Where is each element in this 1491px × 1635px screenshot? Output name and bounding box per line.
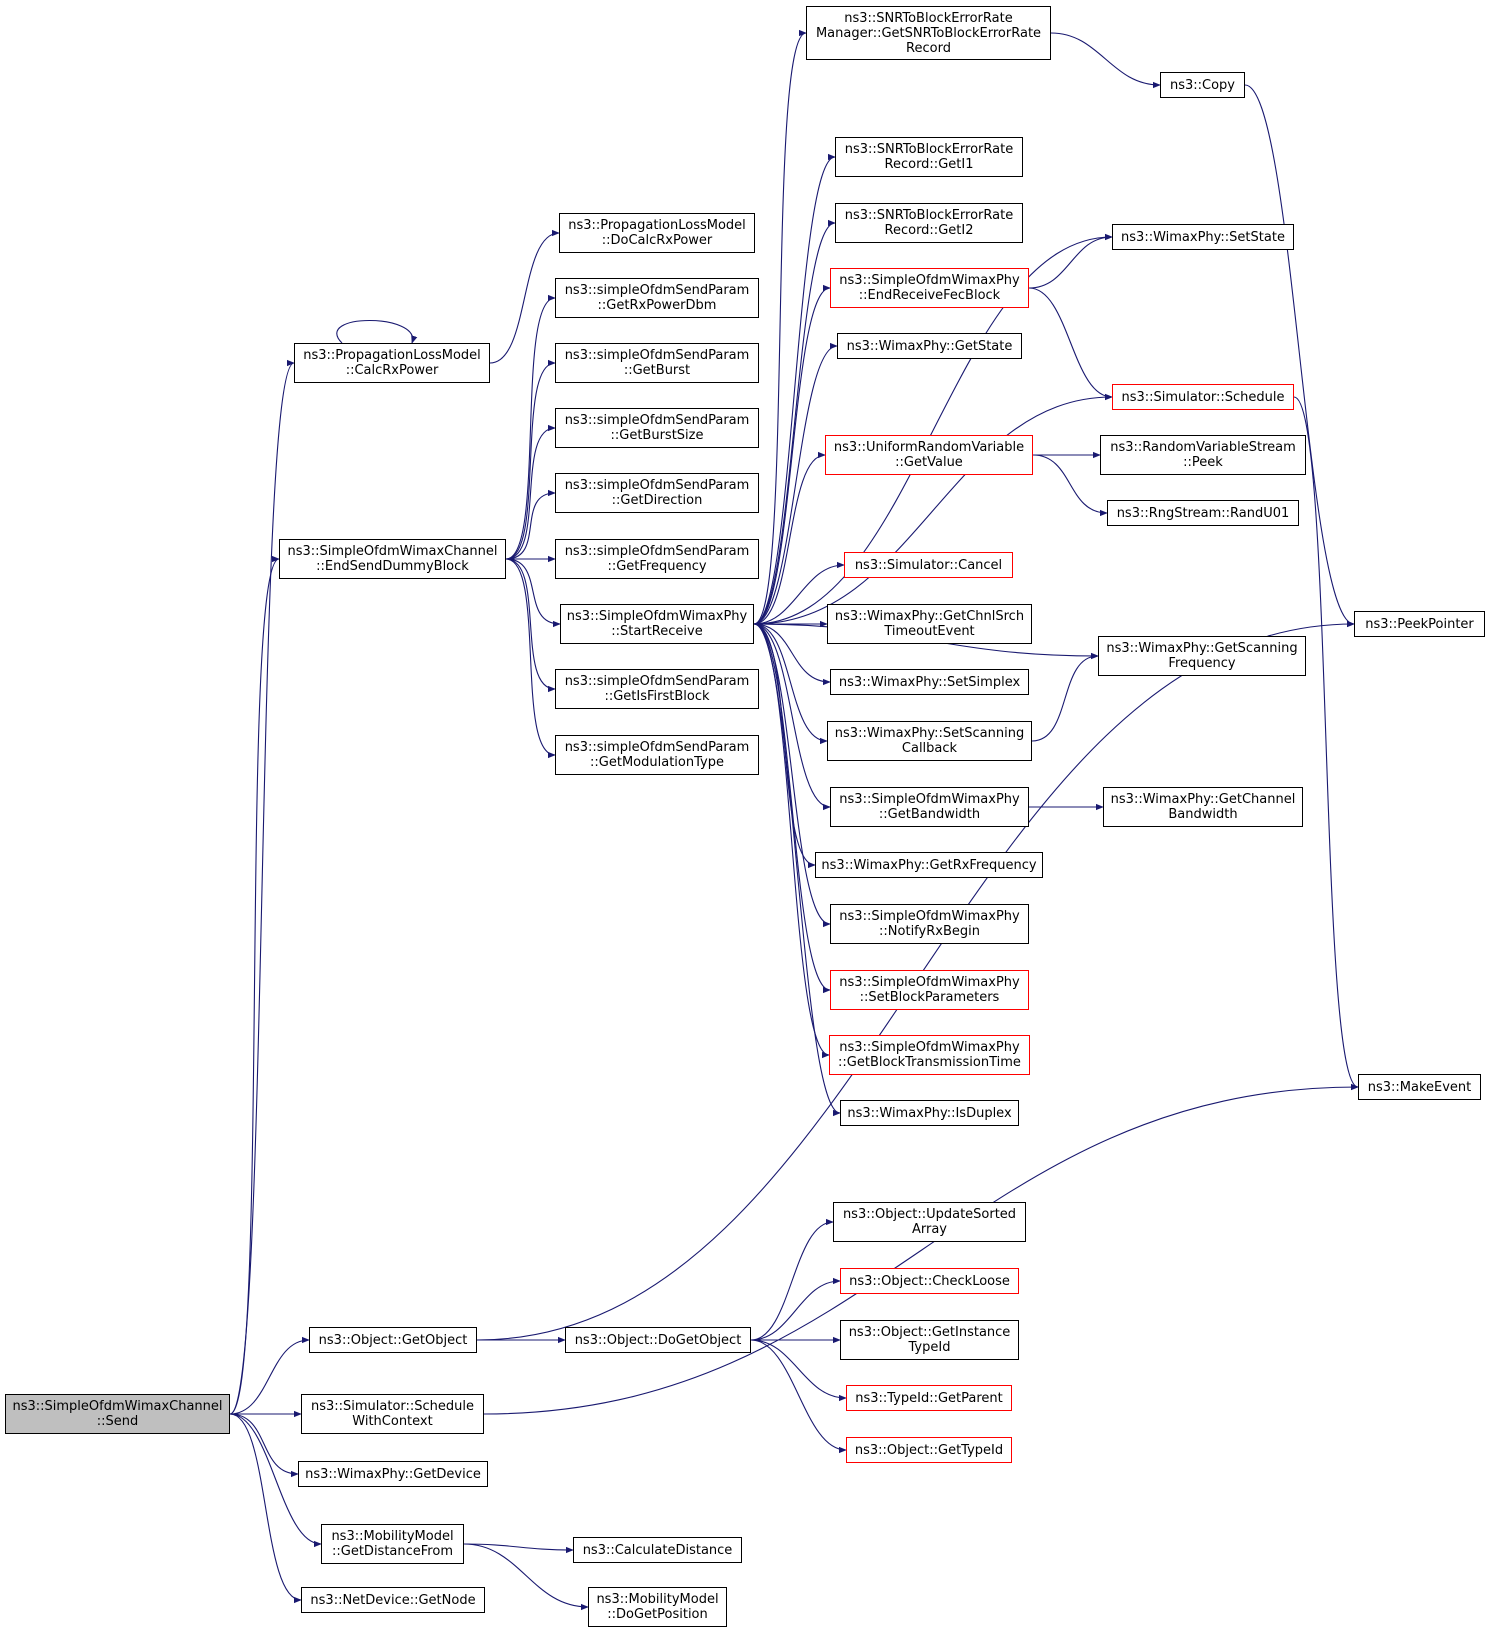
edge-endSendDummy-to-getDirection (505, 489, 556, 560)
node-simpleofdmwimaxchannel-endsenddummyblock[interactable]: ns3::SimpleOfdmWimaxChannel ::EndSendDum… (279, 539, 506, 579)
edge-endSendDummy-to-getModulationType (505, 558, 556, 759)
edge-startReceive-to-getI2 (753, 219, 836, 625)
edge-scheduleWithContext-to-makeEvent (483, 1083, 1359, 1415)
node-simpleofdmwimaxphy-notifyrxbegin[interactable]: ns3::SimpleOfdmWimaxPhy ::NotifyRxBegin (830, 904, 1029, 944)
edge-endReceiveFec-to-schedule (1028, 287, 1113, 401)
edge-startReceive-to-snrManager (753, 29, 807, 625)
node-wimaxphy-getchannelbandwidth[interactable]: ns3::WimaxPhy::GetChannel Bandwidth (1103, 787, 1303, 827)
node-mobilitymodel-dogetposition[interactable]: ns3::MobilityModel ::DoGetPosition (588, 1587, 727, 1627)
edge-startReceive-to-isDuplex (753, 623, 841, 1117)
node-simpleofdmwimaxphy-getbandwidth[interactable]: ns3::SimpleOfdmWimaxPhy ::GetBandwidth (830, 787, 1029, 827)
node-makeevent[interactable]: ns3::MakeEvent (1358, 1074, 1481, 1100)
node-object-checkloose[interactable]: ns3::Object::CheckLoose (840, 1268, 1019, 1294)
edge-startReceive-to-cancel (753, 561, 845, 625)
node-object-dogetobject[interactable]: ns3::Object::DoGetObject (565, 1327, 751, 1353)
edge-root-to-getDevice (229, 1413, 299, 1478)
node-simpleofdmwimaxphy-endreceivefecblock[interactable]: ns3::SimpleOfdmWimaxPhy ::EndReceiveFecB… (830, 268, 1029, 308)
edge-schedule-to-makeEvent (1293, 396, 1359, 1091)
node-mobilitymodel-getdistancefrom[interactable]: ns3::MobilityModel ::GetDistanceFrom (321, 1524, 464, 1564)
node-object-updatesortedarray[interactable]: ns3::Object::UpdateSorted Array (833, 1202, 1026, 1242)
node-typeid-getparent[interactable]: ns3::TypeId::GetParent (846, 1385, 1012, 1411)
node-simulator-cancel[interactable]: ns3::Simulator::Cancel (844, 552, 1013, 578)
edge-startReceive-to-getI1 (753, 153, 836, 625)
node-uniformrandomvariable-getvalue[interactable]: ns3::UniformRandomVariable ::GetValue (825, 435, 1033, 475)
node-object-getinstancetypeid[interactable]: ns3::Object::GetInstance TypeId (840, 1320, 1019, 1360)
edge-calcRxPower-to-doCalcRxPower (489, 229, 560, 364)
edge-endSendDummy-to-getBurstSize (505, 424, 556, 560)
edge-startReceive-to-getBandwidth (753, 623, 831, 811)
node-wimaxphy-setstate[interactable]: ns3::WimaxPhy::SetState (1112, 224, 1294, 250)
edge-startReceive-to-setSimplex (753, 623, 831, 686)
node-simulator-schedulewithcontext[interactable]: ns3::Simulator::Schedule WithContext (301, 1394, 484, 1434)
edge-calcRxPower-to-calcRxPower (336, 319, 418, 344)
edge-root-to-getNode (229, 1413, 302, 1604)
node-propagationlossmodel-docalcrxpower[interactable]: ns3::PropagationLossModel ::DoCalcRxPowe… (559, 213, 755, 253)
edge-startReceive-to-uniformGetValue (753, 451, 826, 625)
edge-root-to-getObject (229, 1336, 310, 1415)
edge-doGetObject-to-getParent (750, 1339, 847, 1402)
node-wimaxphy-isduplex[interactable]: ns3::WimaxPhy::IsDuplex (840, 1100, 1019, 1126)
edge-root-to-endSendDummy (229, 555, 280, 1415)
node-simpleofdmsendparam-getmodulationtype[interactable]: ns3::simpleOfdmSendParam ::GetModulation… (555, 735, 759, 775)
node-simpleofdmsendparam-getburstsize[interactable]: ns3::simpleOfdmSendParam ::GetBurstSize (555, 408, 759, 448)
edge-uniformGetValue-to-randU01 (1032, 454, 1108, 517)
node-simpleofdmwimaxphy-getblocktransmissiontime[interactable]: ns3::SimpleOfdmWimaxPhy ::GetBlockTransm… (829, 1035, 1030, 1075)
node-rngstream-randu01[interactable]: ns3::RngStream::RandU01 (1107, 500, 1299, 526)
edge-startReceive-to-setBlockParams (753, 623, 831, 994)
node-wimaxphy-setsimplex[interactable]: ns3::WimaxPhy::SetSimplex (830, 669, 1029, 695)
node-simpleofdmwimaxphy-setblockparameters[interactable]: ns3::SimpleOfdmWimaxPhy ::SetBlockParame… (830, 970, 1029, 1010)
edge-root-to-getDistanceFrom (229, 1413, 322, 1548)
node-simpleofdmsendparam-getfrequency[interactable]: ns3::simpleOfdmSendParam ::GetFrequency (555, 539, 759, 579)
edge-endReceiveFec-to-setState (1028, 233, 1113, 289)
edge-doGetObject-to-checkLoose (750, 1277, 841, 1341)
node-snrtoblockerrorraterecord-geti2[interactable]: ns3::SNRToBlockErrorRate Record::GetI2 (835, 203, 1023, 243)
node-simpleofdmsendparam-getrxpowerdbm[interactable]: ns3::simpleOfdmSendParam ::GetRxPowerDbm (555, 278, 759, 318)
node-peekpointer[interactable]: ns3::PeekPointer (1354, 611, 1485, 637)
edge-root-to-calcRxPower (229, 359, 295, 1415)
edge-startReceive-to-getState (753, 342, 838, 625)
edge-getDistanceFrom-to-calculateDistance (463, 1543, 574, 1554)
edge-startReceive-to-setState (753, 233, 1113, 625)
node-copy[interactable]: ns3::Copy (1160, 72, 1245, 98)
edge-endSendDummy-to-getIsFirstBlock (505, 558, 556, 693)
node-netdevice-getnode[interactable]: ns3::NetDevice::GetNode (301, 1587, 485, 1613)
node-randomvariablestream-peek[interactable]: ns3::RandomVariableStream ::Peek (1100, 435, 1306, 475)
node-snrtoblockerrorratemanager-getsnrtoblockerrorraterecord[interactable]: ns3::SNRToBlockErrorRate Manager::GetSNR… (806, 6, 1051, 60)
edge-snrManager-to-copy (1050, 32, 1161, 89)
node-wimaxphy-getdevice[interactable]: ns3::WimaxPhy::GetDevice (298, 1461, 488, 1487)
edge-setScanningCb-to-getScanningFreq (1031, 652, 1099, 742)
node-simpleofdmwimaxphy-startreceive[interactable]: ns3::SimpleOfdmWimaxPhy ::StartReceive (560, 604, 754, 644)
node-wimaxphy-getstate[interactable]: ns3::WimaxPhy::GetState (837, 333, 1022, 359)
edge-endSendDummy-to-startReceive (505, 558, 561, 628)
node-object-getobject[interactable]: ns3::Object::GetObject (309, 1327, 477, 1353)
node-simpleofdmsendparam-getdirection[interactable]: ns3::simpleOfdmSendParam ::GetDirection (555, 473, 759, 513)
node-calculatedistance[interactable]: ns3::CalculateDistance (573, 1537, 742, 1563)
edge-startReceive-to-notifyRxBegin (753, 623, 831, 928)
edge-startReceive-to-schedule (753, 393, 1113, 625)
edge-doGetObject-to-updateSorted (750, 1218, 834, 1341)
node-wimaxphy-getrxfrequency[interactable]: ns3::WimaxPhy::GetRxFrequency (815, 852, 1043, 878)
edge-getDistanceFrom-to-doGetPosition (463, 1543, 589, 1611)
edge-startReceive-to-setScanningCb (753, 623, 828, 745)
node-simpleofdmsendparam-getisfirstblock[interactable]: ns3::simpleOfdmSendParam ::GetIsFirstBlo… (555, 669, 759, 709)
edge-startReceive-to-getBlockTxTime (753, 623, 830, 1059)
node-wimaxphy-setscanningcallback[interactable]: ns3::WimaxPhy::SetScanning Callback (827, 721, 1032, 761)
node-simulator-schedule[interactable]: ns3::Simulator::Schedule (1112, 384, 1294, 410)
edge-startReceive-to-endReceiveFec (753, 284, 831, 625)
edge-endSendDummy-to-getBurst (505, 359, 556, 560)
node-propagationlossmodel-calcrxpower[interactable]: ns3::PropagationLossModel ::CalcRxPower (294, 343, 490, 383)
node-simpleofdmsendparam-getburst[interactable]: ns3::simpleOfdmSendParam ::GetBurst (555, 343, 759, 383)
edge-endSendDummy-to-getRxPowerDbm (505, 294, 556, 560)
node-wimaxphy-getchnlsrchtimeoutevent[interactable]: ns3::WimaxPhy::GetChnlSrch TimeoutEvent (827, 604, 1032, 644)
node-wimaxphy-getscanningfrequency[interactable]: ns3::WimaxPhy::GetScanning Frequency (1098, 636, 1306, 676)
node-object-gettypeid[interactable]: ns3::Object::GetTypeId (846, 1437, 1012, 1463)
node-simpleofdmwimaxchannel-send[interactable]: ns3::SimpleOfdmWimaxChannel ::Send (5, 1394, 230, 1434)
edge-doGetObject-to-getTypeId (750, 1339, 847, 1454)
edge-copy-to-peekPointer (1244, 84, 1355, 628)
node-snrtoblockerrorraterecord-geti1[interactable]: ns3::SNRToBlockErrorRate Record::GetI1 (835, 137, 1023, 177)
